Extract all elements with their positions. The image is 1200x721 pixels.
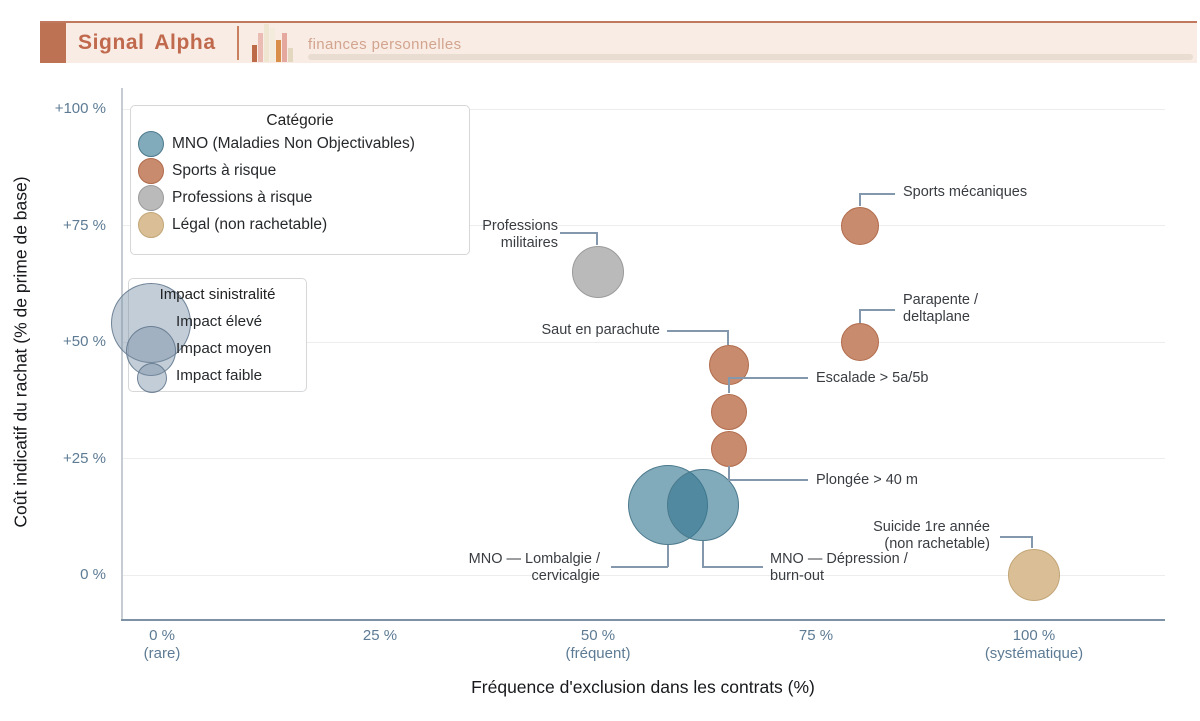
annotation-connector xyxy=(667,545,669,567)
data-point[interactable] xyxy=(572,246,624,299)
logo-bar xyxy=(258,33,263,62)
x-tick-label: 75 % xyxy=(798,627,834,644)
legend-label: Professions à risque xyxy=(172,188,313,206)
annotation-connector xyxy=(667,330,727,332)
legend-item-legal: Légal (non rachetable) xyxy=(138,211,469,238)
legend-dot-mno xyxy=(138,130,164,157)
legend-label: MNO (Maladies Non Objectivables) xyxy=(172,134,415,152)
gridline xyxy=(121,225,1165,226)
annotation-connector xyxy=(859,193,895,195)
annotation-label: MNO — Lombalgie /cervicalgie xyxy=(468,551,600,584)
header-tagline: finances personnelles xyxy=(308,36,462,53)
annotation-connector xyxy=(727,330,729,345)
annotation-connector xyxy=(1031,536,1033,548)
logo-bar xyxy=(282,33,287,62)
logo-bar xyxy=(288,48,293,62)
impact-bubble-medium xyxy=(126,326,176,376)
x-axis-title: Fréquence d'exclusion dans les contrats … xyxy=(471,677,815,697)
legend-label: Sports à risque xyxy=(172,161,277,179)
y-tick-label: +75 % xyxy=(63,216,106,234)
logo-bar xyxy=(276,40,281,62)
annotation-connector xyxy=(728,377,730,393)
annotation-label: MNO — Dépression /burn-out xyxy=(770,551,908,584)
gridline xyxy=(121,574,1165,576)
annotation-connector xyxy=(560,232,597,234)
category-legend: Catégorie MNO (Maladies Non Objectivable… xyxy=(130,105,470,255)
y-axis-title: Coût indicatif du rachat (% de prime de … xyxy=(10,176,31,528)
bar-chart-logo-icon xyxy=(252,24,293,62)
x-axis-line xyxy=(121,619,1165,621)
impact-size-legend: Impact sinistralité Impact élevé Impact … xyxy=(111,278,307,393)
gridline xyxy=(121,108,1165,110)
annotation-connector xyxy=(611,566,668,568)
annotation-label: Sports mécaniques xyxy=(903,184,1028,200)
annotation-connector xyxy=(702,566,763,568)
data-point[interactable] xyxy=(708,345,749,386)
annotation-connector xyxy=(859,309,895,311)
gridline xyxy=(121,458,1165,459)
x-tick-label: 50 %(fréquent) xyxy=(565,627,631,662)
y-axis-line xyxy=(121,88,123,619)
header-divider xyxy=(237,26,239,60)
logo-bar xyxy=(264,24,269,62)
legend-item-mno: MNO (Maladies Non Objectivables) xyxy=(138,130,469,157)
legend-item-professions: Professions à risque xyxy=(138,184,469,211)
logo-bar xyxy=(270,28,275,62)
annotation-connector xyxy=(596,232,598,245)
gridline xyxy=(121,341,1165,343)
annotation-label: Saut en parachute xyxy=(541,322,660,338)
annotation-connector xyxy=(1000,536,1032,538)
legend-label: Légal (non rachetable) xyxy=(172,215,328,233)
annotation-connector xyxy=(728,377,808,379)
legend-item-sports: Sports à risque xyxy=(138,157,469,184)
annotation-connector xyxy=(859,193,861,206)
logo-bar xyxy=(252,45,257,62)
annotation-connector xyxy=(859,309,861,323)
data-point[interactable] xyxy=(840,206,879,245)
x-tick-label: 100 %(systématique) xyxy=(984,627,1084,662)
impact-bubble-low xyxy=(137,363,167,393)
annotation-label: Escalade > 5a/5b xyxy=(816,370,929,386)
annotation-label: Suicide 1re année(non rachetable) xyxy=(873,519,990,552)
annotation-label: Plongée > 40 m xyxy=(816,472,918,488)
x-tick-label: 0 %(rare) xyxy=(143,627,181,662)
data-point[interactable] xyxy=(710,393,747,430)
y-tick-label: +50 % xyxy=(63,333,106,350)
impact-legend-title: Impact sinistralité xyxy=(159,286,276,303)
brand-name: Signal Alpha xyxy=(78,31,216,54)
data-point[interactable] xyxy=(1008,549,1060,601)
category-legend-title: Catégorie xyxy=(266,112,334,129)
annotation-connector xyxy=(728,479,808,481)
brand-square-logo xyxy=(40,23,66,63)
legend-dot-legal xyxy=(138,211,164,238)
app-header: Signal Alpha finances personnelles xyxy=(40,21,1197,63)
data-point[interactable] xyxy=(710,431,747,468)
impact-item-medium: Impact moyen xyxy=(176,340,272,357)
impact-item-high: Impact élevé xyxy=(176,313,263,330)
annotation-connector xyxy=(728,466,730,480)
legend-dot-professions xyxy=(138,184,164,211)
x-tick-label: 25 % xyxy=(362,627,398,644)
annotation-label: Parapente /deltaplane xyxy=(903,292,978,325)
y-tick-label: +100 % xyxy=(54,100,106,117)
data-point[interactable] xyxy=(666,469,739,542)
data-point[interactable] xyxy=(840,323,879,361)
y-tick-label: 0 % xyxy=(80,566,106,583)
impact-item-low: Impact faible xyxy=(176,367,263,384)
y-tick-label: +25 % xyxy=(63,449,106,467)
legend-dot-sports xyxy=(138,157,164,184)
tagline-underline xyxy=(308,54,1193,60)
annotation-connector xyxy=(702,541,704,567)
